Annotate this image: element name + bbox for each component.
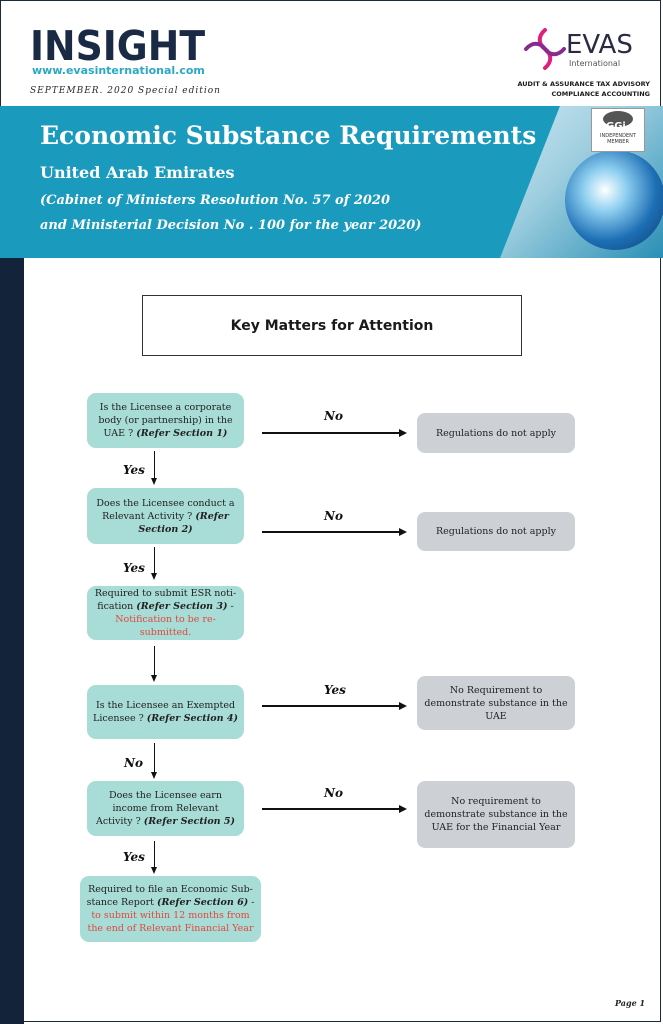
logo-subtitle: International	[569, 59, 620, 68]
label-v4-no: No	[124, 756, 143, 770]
flow-question-6: Required to file an Economic Sub- stance…	[80, 876, 261, 942]
edition-label: SEPTEMBER. 2020 Special edition	[30, 86, 221, 96]
arrow-v3-head	[151, 675, 157, 682]
services-list: AUDIT & ASSURANCE TAX ADVISORY COMPLIANC…	[510, 79, 650, 99]
arrow-v4-head	[151, 772, 157, 779]
q3-ref: (Refer Section 3)	[136, 601, 227, 612]
key-matters-heading: Key Matters for Attention	[142, 295, 522, 356]
services-line-2: COMPLIANCE ACCOUNTING	[510, 89, 650, 99]
flow-question-3: Required to submit ESR noti- fication (R…	[87, 586, 244, 640]
arrow-q4-line	[262, 705, 400, 707]
label-v2-yes: Yes	[123, 561, 145, 575]
arrow-q2-head	[399, 528, 407, 536]
q6-dash: -	[248, 897, 254, 908]
arrow-q1-head	[399, 429, 407, 437]
arrow-v1-head	[151, 478, 157, 485]
arrow-v2-line	[154, 547, 155, 573]
result-5: No requirement to demonstrate substance …	[417, 781, 575, 848]
flow-question-5: Does the Licensee earn income from Relev…	[87, 781, 244, 836]
arrow-v4-line	[154, 743, 155, 772]
arrow-q2-line	[262, 531, 400, 533]
label-v1-yes: Yes	[123, 463, 145, 477]
page-subtitle: United Arab Emirates	[40, 163, 235, 182]
brand-title: INSIGHT	[30, 22, 205, 70]
left-navy-bar	[0, 258, 24, 1024]
arrow-v3-line	[154, 646, 155, 675]
flow-question-1: Is the Licensee a corporate body (or par…	[87, 393, 244, 448]
page-number: Page 1	[615, 998, 645, 1008]
q6-note: to submit within 12 months from the end …	[88, 910, 254, 934]
globe-icon	[565, 150, 663, 250]
q3-note: Notification to be re-submitted.	[115, 614, 216, 638]
result-1: Regulations do not apply	[417, 413, 575, 453]
evas-logo-icon	[522, 26, 568, 72]
website-link[interactable]: www.evasinternational.com	[32, 64, 205, 77]
result-2: Regulations do not apply	[417, 512, 575, 551]
label-q4-yes: Yes	[324, 683, 346, 697]
services-line-1: AUDIT & ASSURANCE TAX ADVISORY	[510, 79, 650, 89]
q6-ref: (Refer Section 6)	[157, 897, 248, 908]
arrow-v1-line	[154, 451, 155, 478]
arrow-q1-line	[262, 432, 400, 434]
result-4: No Requirement to demonstrate substance …	[417, 676, 575, 730]
flow-question-4: Is the Licensee an Exempted Licensee ? (…	[87, 685, 244, 739]
label-v5-yes: Yes	[123, 850, 145, 864]
arrow-q4-head	[399, 702, 407, 710]
arrow-q5-head	[399, 805, 407, 813]
label-q2-no: No	[324, 509, 343, 523]
q1-ref: (Refer Section 1)	[136, 428, 227, 439]
q4-ref: (Refer Section 4)	[147, 713, 238, 724]
arrow-v5-line	[154, 841, 155, 867]
label-q1-no: No	[324, 409, 343, 423]
page-title: Economic Substance Requirements	[40, 121, 536, 150]
label-q5-no: No	[324, 786, 343, 800]
arrow-q5-line	[262, 808, 400, 810]
q3-dash: -	[228, 601, 234, 612]
arrow-v5-head	[151, 867, 157, 874]
flow-question-2: Does the Licensee conduct a Relevant Act…	[87, 488, 244, 544]
ggi-wordmark: GGi	[606, 121, 626, 132]
resolution-line-1: (Cabinet of Ministers Resolution No. 57 …	[40, 193, 390, 208]
logo-wordmark: EVAS	[566, 30, 633, 60]
q5-ref: (Refer Section 5)	[144, 816, 235, 827]
ggi-subtitle: INDEPENDENT MEMBER	[594, 133, 642, 145]
resolution-line-2: and Ministerial Decision No . 100 for th…	[40, 218, 421, 233]
arrow-v2-head	[151, 573, 157, 580]
